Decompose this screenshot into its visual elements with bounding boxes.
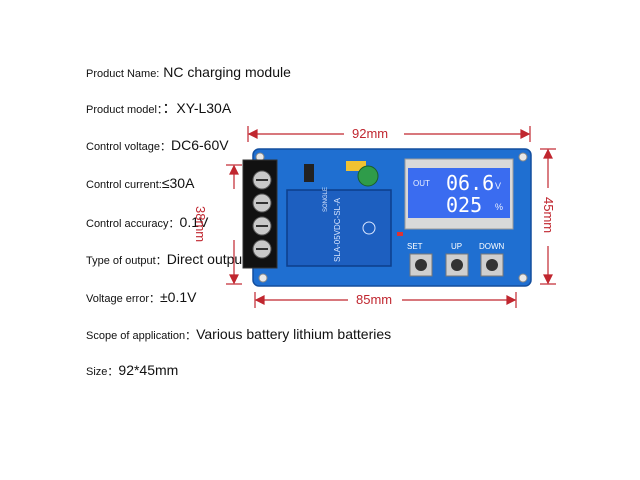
spec-size: Size：92*45mm	[86, 362, 179, 378]
button-label-set: SET	[407, 242, 423, 251]
dimension-right-label: 45mm	[541, 197, 556, 234]
spec-product-name: Product Name: NC charging module	[86, 64, 291, 80]
mounting-hole-bottom-left	[258, 273, 268, 283]
terminal-screws	[252, 170, 272, 259]
spec-output-type: Type of output：Direct output	[86, 251, 247, 267]
dim-arrow-left-bottom	[229, 274, 239, 285]
status-led	[397, 232, 403, 236]
dimension-bottom-label: 85mm	[356, 292, 393, 307]
spec-product-model: Product model：：XY-L30A	[86, 100, 232, 116]
lcd-voltage-unit: V	[495, 181, 501, 191]
spec-control-accuracy: Control accuracy：0.1V	[86, 214, 209, 230]
dim-arrow-right-top	[543, 148, 553, 159]
dimension-left-label: 38mm	[193, 206, 208, 243]
lcd-voltage: 06.6	[446, 171, 494, 195]
relay-brand: SONGLE	[323, 187, 329, 212]
down-button[interactable]	[480, 253, 504, 277]
set-button[interactable]	[409, 253, 433, 277]
relay	[286, 189, 392, 267]
relay-model: SLA-05VDC-SL-A	[333, 197, 342, 262]
spec-control-voltage: Control voltage：DC6-60V	[86, 137, 229, 153]
button-label-down: DOWN	[479, 242, 505, 251]
capacitor	[357, 165, 379, 187]
spec-application-scope: Scope of application：Various battery lit…	[86, 326, 392, 342]
diode	[346, 161, 366, 171]
lcd-percent: 025	[446, 193, 482, 217]
dim-arrow-bottom-right	[506, 295, 517, 305]
button-label-up: UP	[451, 242, 462, 251]
dim-arrow-bottom-left	[254, 295, 265, 305]
lcd-screen	[408, 168, 510, 218]
spec-control-current: Control current:≤30A	[86, 175, 195, 191]
lcd-out-label: OUT	[413, 179, 430, 188]
dimension-top-label: 92mm	[352, 126, 389, 141]
spec-voltage-error: Voltage error：±0.1V	[86, 289, 197, 305]
lcd-percent-unit: %	[495, 202, 503, 212]
dim-arrow-top-right	[520, 129, 531, 139]
transistor	[304, 164, 314, 182]
dim-arrow-left-top	[229, 164, 239, 175]
dim-arrow-right-bottom	[543, 274, 553, 285]
dimension-lines	[226, 126, 556, 308]
up-button[interactable]	[445, 253, 469, 277]
mounting-hole-top-right	[518, 152, 528, 162]
dim-arrow-top-left	[247, 129, 258, 139]
certification-mark-icon	[362, 221, 376, 235]
mounting-hole-bottom-right	[518, 273, 528, 283]
